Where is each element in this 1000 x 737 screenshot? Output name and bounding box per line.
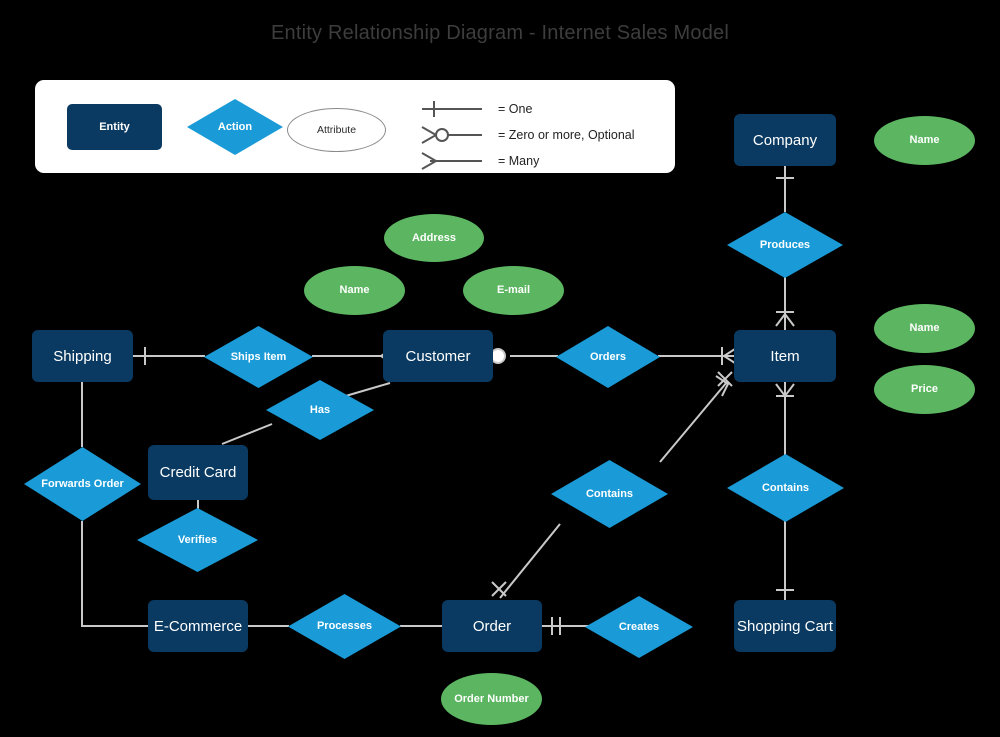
tick-many-order-b (491, 581, 507, 597)
entity-shopping-cart-label: Shopping Cart (737, 617, 833, 635)
legend-entity-swatch: Entity (67, 104, 162, 150)
attribute-customer-name-label: Name (339, 284, 370, 297)
entity-customer[interactable]: Customer (383, 330, 493, 382)
entity-e-commerce[interactable]: E-Commerce (148, 600, 248, 652)
legend-attribute-label: Attribute (316, 124, 357, 136)
entity-shipping[interactable]: Shipping (32, 330, 133, 382)
action-forwards-order[interactable]: Forwards Order (24, 447, 141, 521)
action-ships-item[interactable]: Ships Item (204, 326, 313, 388)
legend-notation-one: = One (420, 96, 670, 122)
action-produces[interactable]: Produces (727, 212, 843, 278)
action-contains-order-label: Contains (585, 487, 634, 500)
action-has-label: Has (309, 403, 331, 416)
legend-notation-list: = One = Zero or more, Optional = Many (420, 96, 670, 174)
legend-notation-many: = Many (420, 148, 670, 174)
entity-e-commerce-label: E-Commerce (153, 617, 243, 635)
legend-notation-one-text: = One (498, 102, 533, 116)
conn-forwardsorder-ecommerce (81, 521, 148, 627)
legend-notation-zero-or-more: = Zero or more, Optional (420, 122, 670, 148)
attribute-company-name[interactable]: Name (874, 116, 975, 165)
crowsfoot-item-top (775, 312, 795, 327)
entity-customer-label: Customer (405, 347, 471, 365)
legend-action-label: Action (217, 121, 253, 133)
entity-shipping-label: Shipping (53, 347, 112, 365)
optional-circle-customer (490, 348, 506, 364)
entity-shopping-cart[interactable]: Shopping Cart (734, 600, 836, 652)
tick-one-containsorder-b (717, 371, 733, 387)
attribute-customer-address[interactable]: Address (384, 214, 484, 262)
diamond-shape-icon (187, 99, 283, 155)
action-processes-label: Processes (316, 620, 373, 633)
action-has[interactable]: Has (266, 380, 374, 440)
action-forwards-order-label: Forwards Order (41, 477, 124, 490)
notation-many-icon (420, 150, 488, 172)
crowsfoot-containsorder-top (715, 375, 730, 397)
attribute-customer-email[interactable]: E-mail (463, 266, 564, 315)
entity-company[interactable]: Company (734, 114, 836, 166)
entity-item-label: Item (770, 347, 800, 365)
attribute-order-number[interactable]: Order Number (441, 673, 542, 725)
action-contains-cart[interactable]: Contains (727, 454, 844, 522)
attribute-customer-address-label: Address (411, 231, 457, 244)
action-processes[interactable]: Processes (288, 594, 401, 659)
attribute-item-price[interactable]: Price (874, 365, 975, 414)
entity-order[interactable]: Order (442, 600, 542, 652)
legend-notation-zero-or-more-text: = Zero or more, Optional (498, 128, 635, 142)
action-verifies-label: Verifies (177, 533, 218, 546)
conn-containsorder-order (499, 523, 561, 599)
page-title: Entity Relationship Diagram - Internet S… (271, 22, 729, 44)
action-orders[interactable]: Orders (556, 326, 660, 388)
conn-has-creditcard (221, 423, 273, 445)
entity-item[interactable]: Item (734, 330, 836, 382)
legend-attribute-swatch: Attribute (287, 108, 386, 152)
action-contains-cart-label: Contains (761, 481, 810, 494)
legend-panel: Entity Action Attribute = One (35, 80, 675, 173)
action-orders-label: Orders (589, 350, 627, 363)
attribute-customer-name[interactable]: Name (304, 266, 405, 315)
attribute-company-name-label: Name (909, 134, 940, 147)
attribute-item-name[interactable]: Name (874, 304, 975, 353)
action-creates-label: Creates (618, 620, 660, 633)
notation-one-icon (420, 98, 488, 120)
attribute-order-number-label: Order Number (454, 692, 529, 705)
action-contains-order[interactable]: Contains (551, 460, 668, 528)
crowsfoot-item-left (722, 346, 739, 366)
action-creates[interactable]: Creates (585, 596, 693, 658)
action-ships-item-label: Ships Item (230, 350, 287, 363)
conn-item-containsorder (659, 381, 728, 463)
entity-credit-card[interactable]: Credit Card (148, 445, 248, 500)
attribute-customer-email-label: E-mail (496, 284, 530, 297)
attribute-item-name-label: Name (909, 322, 940, 335)
action-verifies[interactable]: Verifies (137, 508, 258, 572)
legend-entity-label: Entity (99, 121, 130, 133)
entity-order-label: Order (472, 617, 512, 635)
notation-zero-or-more-optional-icon (420, 124, 488, 146)
entity-credit-card-label: Credit Card (159, 464, 237, 481)
action-produces-label: Produces (759, 238, 811, 251)
legend-notation-many-text: = Many (498, 154, 540, 168)
legend-action-swatch: Action (185, 97, 285, 157)
entity-company-label: Company (752, 131, 818, 149)
attribute-item-price-label: Price (911, 383, 938, 396)
